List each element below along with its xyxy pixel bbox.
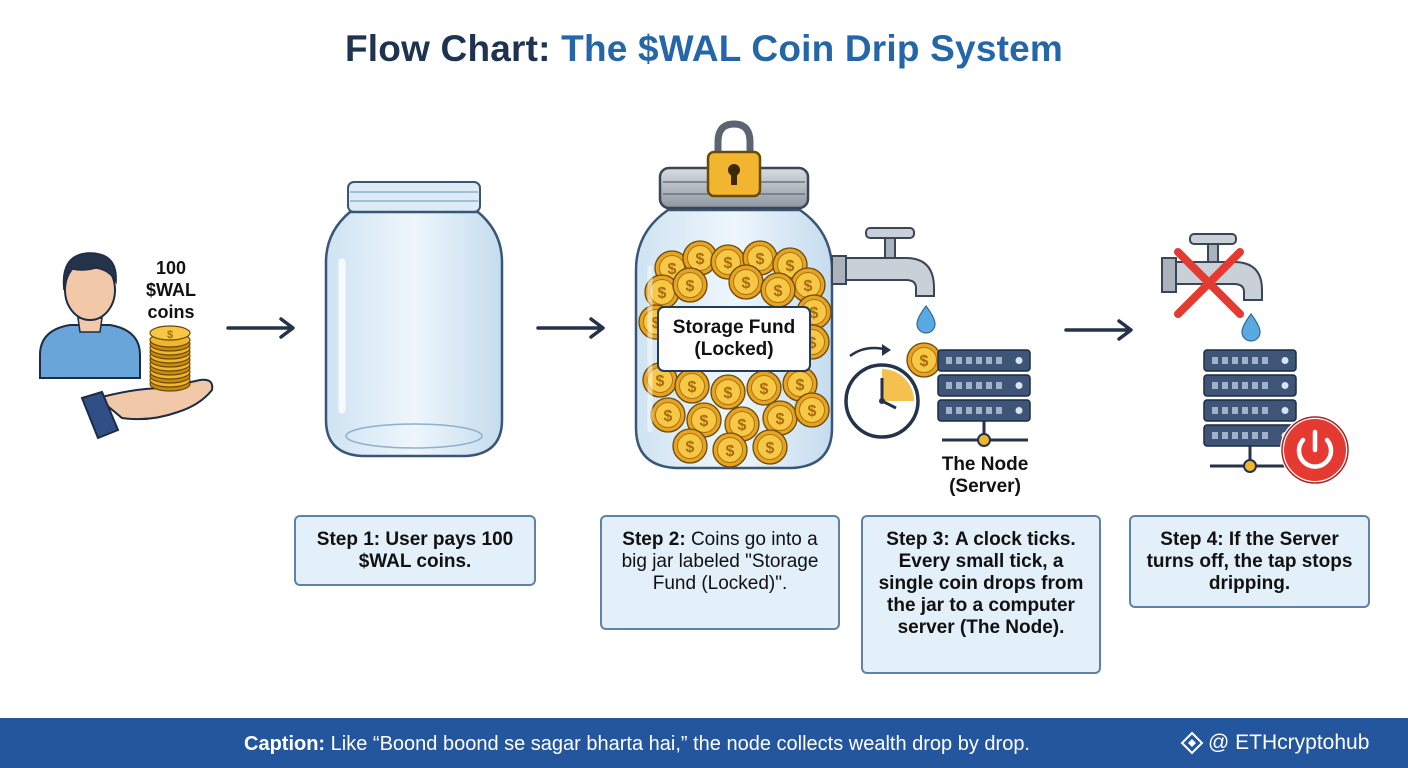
- power-button-icon: [1280, 415, 1350, 485]
- step-text: Coins go into a big jar labeled "Storage…: [621, 529, 819, 594]
- server-icon: [937, 349, 1031, 447]
- coin-stack-icon: $: [149, 325, 191, 392]
- title-prefix: Flow Chart:: [344, 28, 551, 69]
- hand-icon: [80, 378, 214, 440]
- step-text: A clock ticks. Every small tick, a singl…: [878, 529, 1084, 638]
- caption: Caption: Like “Boond boond se sagar bhar…: [244, 733, 1030, 756]
- water-drop-icon: [1241, 313, 1261, 342]
- arrow-right-icon: [226, 317, 295, 339]
- faucet-icon: [831, 227, 935, 297]
- water-drop-icon: [916, 305, 936, 334]
- empty-jar-icon: [324, 181, 504, 458]
- coin-label-line: 100: [155, 258, 187, 278]
- falling-coin-icon: [906, 342, 942, 378]
- caption-label: Caption:: [244, 733, 326, 755]
- step-1-box: Step 1: User pays 100 $WAL coins.: [294, 515, 536, 586]
- storage-fund-label: Storage Fund (Locked): [657, 306, 811, 372]
- padlock-icon: [706, 120, 762, 198]
- node-label-line: (Server): [949, 476, 1021, 497]
- step-text: User pays 100 $WAL coins.: [358, 529, 514, 572]
- clock-icon: [844, 344, 920, 439]
- node-label-line: The Node: [941, 454, 1029, 475]
- server-off-icon: [1203, 349, 1297, 473]
- page-title: Flow Chart: The $WAL Coin Drip System: [0, 28, 1408, 70]
- step-4-box: Step 4: If the Server turns off, the tap…: [1129, 515, 1370, 608]
- step-3-box: Step 3: A clock ticks. Every small tick,…: [861, 515, 1101, 674]
- coin-amount-label: 100 $WAL coins: [138, 257, 204, 323]
- diamond-logo-icon: [1180, 731, 1204, 755]
- caption-bar: [0, 718, 1408, 768]
- step-heading: Step 4:: [1160, 529, 1224, 550]
- node-label: The Node (Server): [920, 454, 1050, 498]
- arrow-right-icon: [536, 317, 605, 339]
- svg-text:$: $: [167, 329, 173, 341]
- arrow-right-icon: [1064, 319, 1133, 341]
- step-heading: Step 3:: [886, 529, 950, 550]
- step-heading: Step 2:: [622, 529, 686, 550]
- step-text: If the Server turns off, the tap stops d…: [1146, 529, 1353, 594]
- coin-label-line: coins: [147, 302, 195, 322]
- faucet-off-icon: [1161, 233, 1263, 318]
- step-heading: Step 1:: [316, 529, 381, 550]
- credit-handle-text: @ ETHcryptohub: [1208, 731, 1370, 754]
- step-2-box: Step 2: Coins go into a big jar labeled …: [600, 515, 840, 630]
- caption-text: Like “Boond boond se sagar bharta hai,” …: [330, 733, 1030, 755]
- fund-label-line: Storage Fund: [672, 317, 796, 338]
- credit-handle: @ ETHcryptohub: [1180, 731, 1369, 755]
- title-main: The $WAL Coin Drip System: [561, 28, 1064, 69]
- fund-label-line: (Locked): [694, 339, 774, 360]
- user-icon: [39, 252, 141, 379]
- coin-label-line: $WAL: [145, 280, 196, 300]
